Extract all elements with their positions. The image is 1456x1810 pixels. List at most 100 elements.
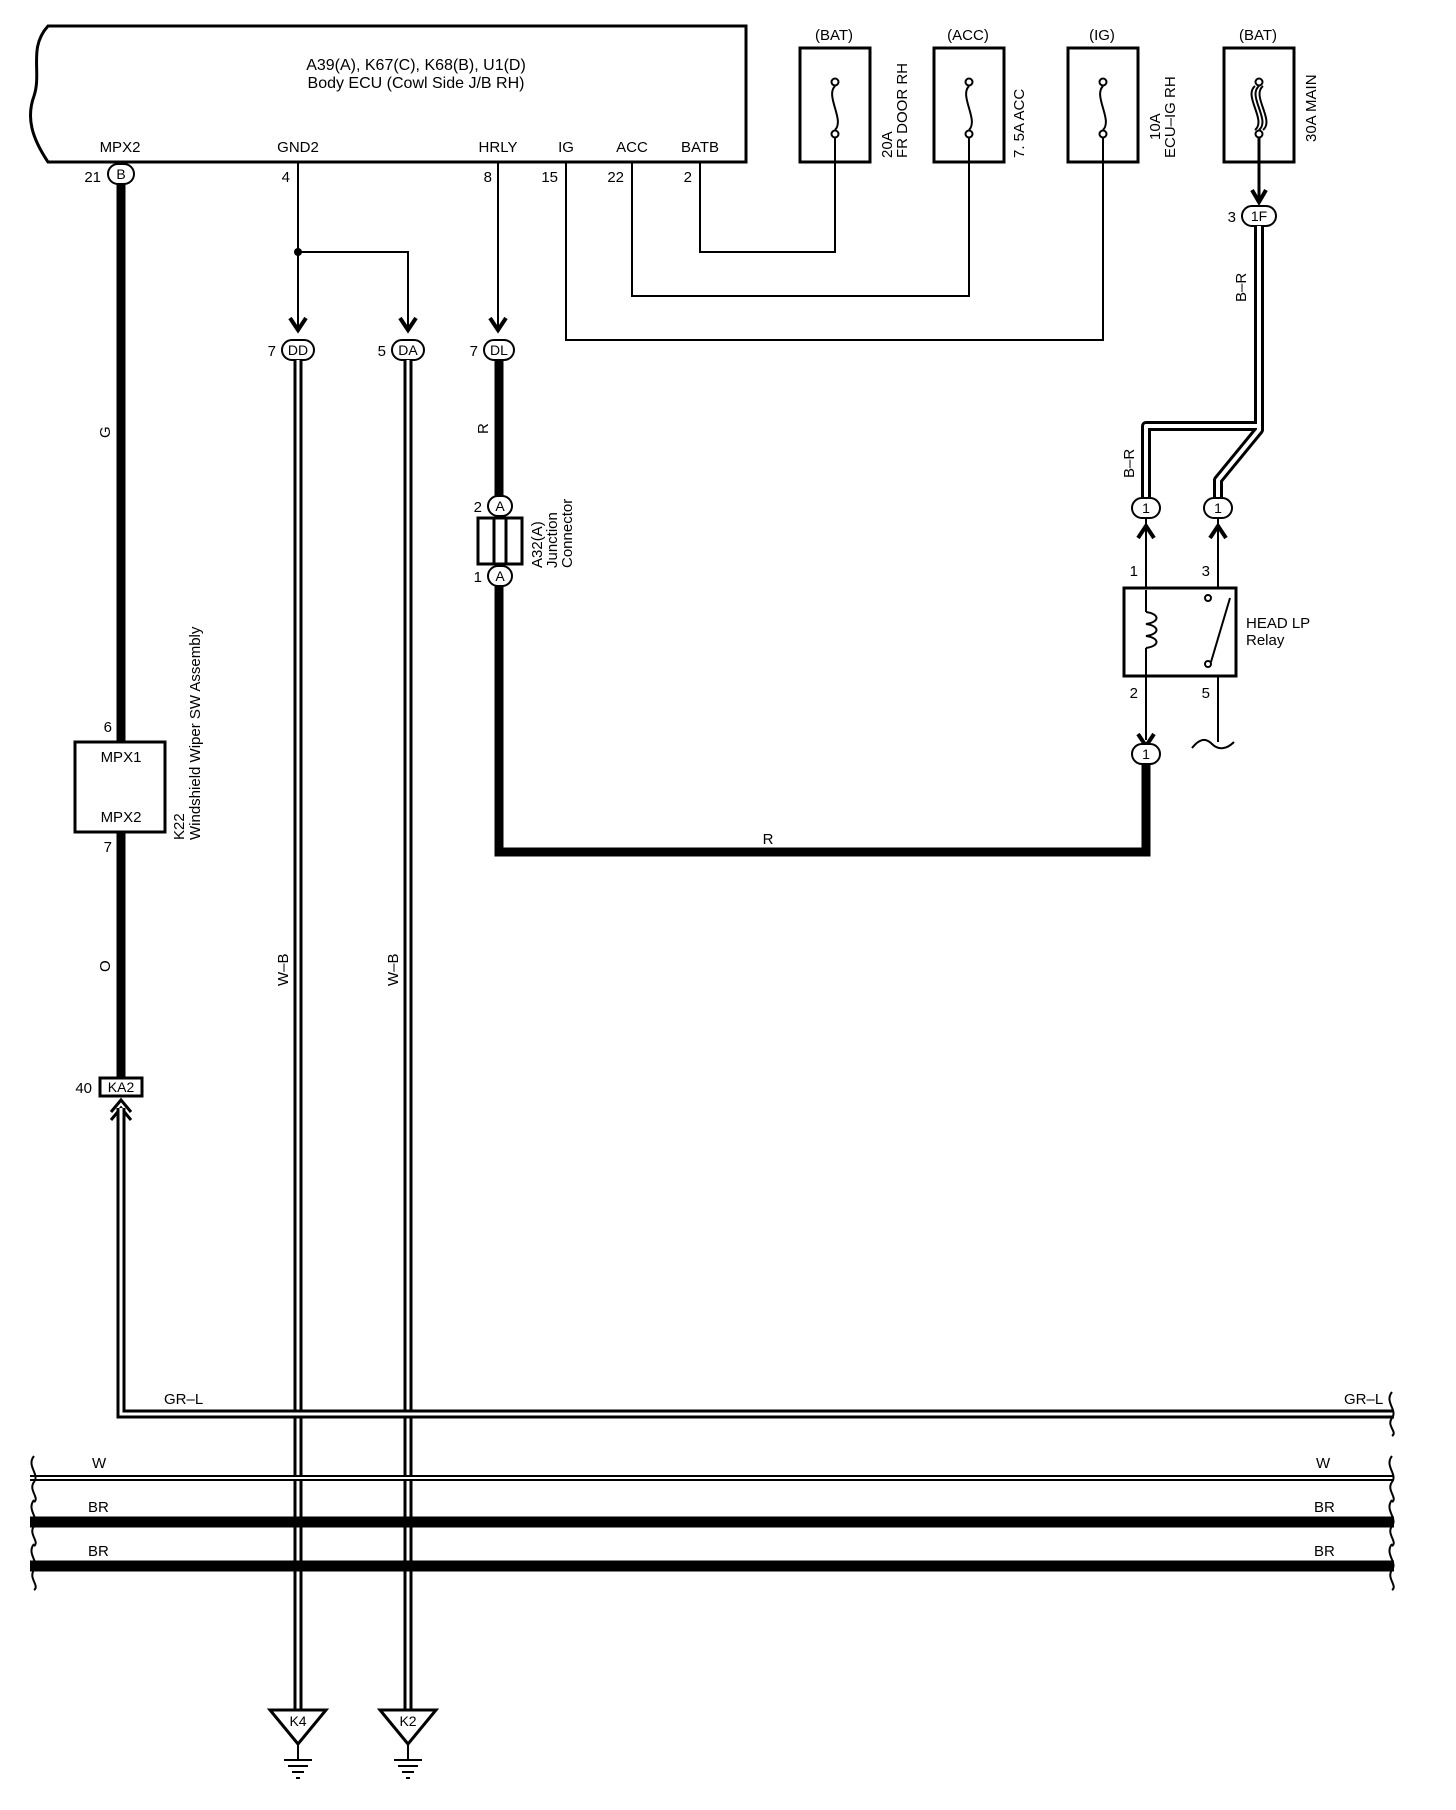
wire-batb-fr-door [699,138,836,253]
fusible-link-30a-main: (BAT) 30A MAIN [1222,27,1320,164]
connector-ka2: KA2 40 [75,1076,144,1098]
windshield-wiper-sw-assembly: 6 7 MPX1 MPX2 K22 Windshield Wiper SW As… [73,626,204,856]
relay-connectors: 1 1 [1131,497,1233,596]
ground-k4: K4 [266,1708,330,1779]
connector-da-pin: 5 [378,343,386,360]
connector-junction-bottom-name: A [495,568,505,584]
fuse-fr-door-rh-name: FR DOOR RH [894,63,911,158]
connector-dl-pin: 7 [470,343,478,360]
wire-label-grl-left: GR–L [164,1391,203,1408]
body-ecu-title-line2: Body ECU (Cowl Side J/B RH) [308,75,525,92]
connector-relay-out: 1 [1131,743,1161,765]
relay-name-line1: HEAD LP [1246,615,1310,632]
connector-relay-in2-name: 1 [1214,500,1222,516]
fuse-fr-door-rh: (BAT) 20A FR DOOR RH [798,27,911,164]
wiper-sw-pin-bottom: 7 [104,839,112,856]
fuse-acc: (ACC) 7. 5A ACC [932,27,1028,164]
head-lp-relay: 1 3 2 5 HEAD LP Relay 1 [1122,563,1310,765]
fuse-ecu-ig-rh-name: ECU–IG RH [1162,76,1179,158]
body-ecu-outline [29,24,748,164]
ground-k4-name: K4 [289,1713,306,1729]
wire-ig [565,138,1104,341]
relay-pin-3: 3 [1202,563,1210,580]
supply-wires [565,138,1104,341]
wire-label-wb-1: W–B [275,953,292,986]
wiper-sw-label-bottom: MPX2 [101,809,142,826]
connector-relay-in1-name: 1 [1142,500,1150,516]
pin-number-hrly: 8 [484,169,492,186]
connector-ecu-mpx2-name: B [116,166,125,182]
wire-label-o: O [97,960,114,972]
connector-ka2-pin: 40 [75,1080,92,1097]
wire-label-w-left: W [92,1455,107,1472]
pin-label-gnd2: GND2 [277,139,319,156]
connector-junction-bottom-pin: 1 [474,569,482,586]
bus-wires: W W BR BR BR BR [30,1455,1395,1591]
pin-number-ig: 15 [541,169,558,186]
pin-label-ig: IG [558,139,574,156]
connector-1f-pin: 3 [1228,209,1236,226]
connector-junction-top-pin: 2 [474,499,482,516]
relay-pin-5: 5 [1202,685,1210,702]
wiper-sw-name: Windshield Wiper SW Assembly [187,626,204,840]
wire-label-g: G [97,426,114,438]
connector-ka2-name: KA2 [108,1079,135,1095]
fuse-fr-door-rh-source: (BAT) [815,27,853,44]
pin-number-batb: 2 [684,169,692,186]
relay-box [1122,586,1238,678]
wire-label-br2-left: BR [88,1543,109,1560]
relay-coil-icon [1145,590,1158,676]
fuse-acc-source: (ACC) [947,27,989,44]
fuse-ecu-ig-rh: (IG) 10A ECU–IG RH [1066,27,1179,164]
pin-number-mpx2: 21 [84,169,101,186]
wire-label-br-relay: B–R [1121,449,1138,478]
connector-dl-name: DL [490,342,508,358]
relay-pin-1: 1 [1130,563,1138,580]
fusible-link-30a-main-source: (BAT) [1239,27,1277,44]
wire-label-wb-2: W–B [385,953,402,986]
wire-acc [631,138,970,297]
ground-k4-icon [284,1759,312,1779]
wire-label-r-horizontal: R [763,831,774,848]
connector-relay-out-name: 1 [1142,746,1150,762]
connector-junction-top: A 2 [474,495,513,517]
body-ecu-title-line1: A39(A), K67(C), K68(B), U1(D) [306,57,526,74]
connector-junction-top-name: A [495,498,505,514]
fuse-ecu-ig-rh-source: (IG) [1089,27,1115,44]
wire-label-grl-right: GR–L [1344,1391,1383,1408]
connector-1f-name: 1F [1251,208,1267,224]
wire-label-br-main: B–R [1233,273,1250,302]
wire-label-w-right: W [1316,1455,1331,1472]
connector-relay-in1: 1 [1131,497,1161,590]
wire-label-br1-right: BR [1314,1499,1335,1516]
junction-connector-id: A32(A) [529,521,546,568]
wire-label-br2-right: BR [1314,1543,1335,1560]
fusible-link-30a-main-name: 30A MAIN [1303,74,1320,142]
connector-1f: 1F 3 [1228,205,1277,227]
connector-relay-in2: 1 [1203,497,1233,596]
relay-switch-icon [1204,594,1231,668]
pin-label-mpx2: MPX2 [100,139,141,156]
relay-name-line2: Relay [1246,632,1285,649]
connector-dd-pin: 7 [268,343,276,360]
wiper-sw-pin-top: 6 [104,719,112,736]
hrly-circuit: DL 7 R A 2 A32(A) Junction Connector A 1… [470,162,1151,857]
gnd2-circuit: DD 7 DA 5 W–B W–B [268,162,425,1712]
ground-k2: K2 [376,1708,440,1779]
connector-da-name: DA [398,342,418,358]
connector-dd: DD 7 [268,339,315,361]
wire-label-r-vertical: R [475,423,492,434]
mpx-circuit: G 6 7 MPX1 MPX2 K22 Windshield Wiper SW … [73,184,1395,1437]
relay-pin5-wire [1191,676,1235,750]
pin-number-acc: 22 [607,169,624,186]
pin-number-gnd2: 4 [282,169,290,186]
junction-connector-line2: Connector [559,499,576,568]
connector-da: DA 5 [378,339,425,361]
fuse-acc-name: 7. 5A ACC [1011,89,1028,158]
junction-connector-a32: A32(A) Junction Connector [476,499,576,568]
relay-pin-2: 2 [1130,685,1138,702]
junction-connector-line1: Junction [544,512,561,568]
wiper-sw-label-top: MPX1 [101,749,142,766]
wiper-sw-id: K22 [171,813,188,840]
